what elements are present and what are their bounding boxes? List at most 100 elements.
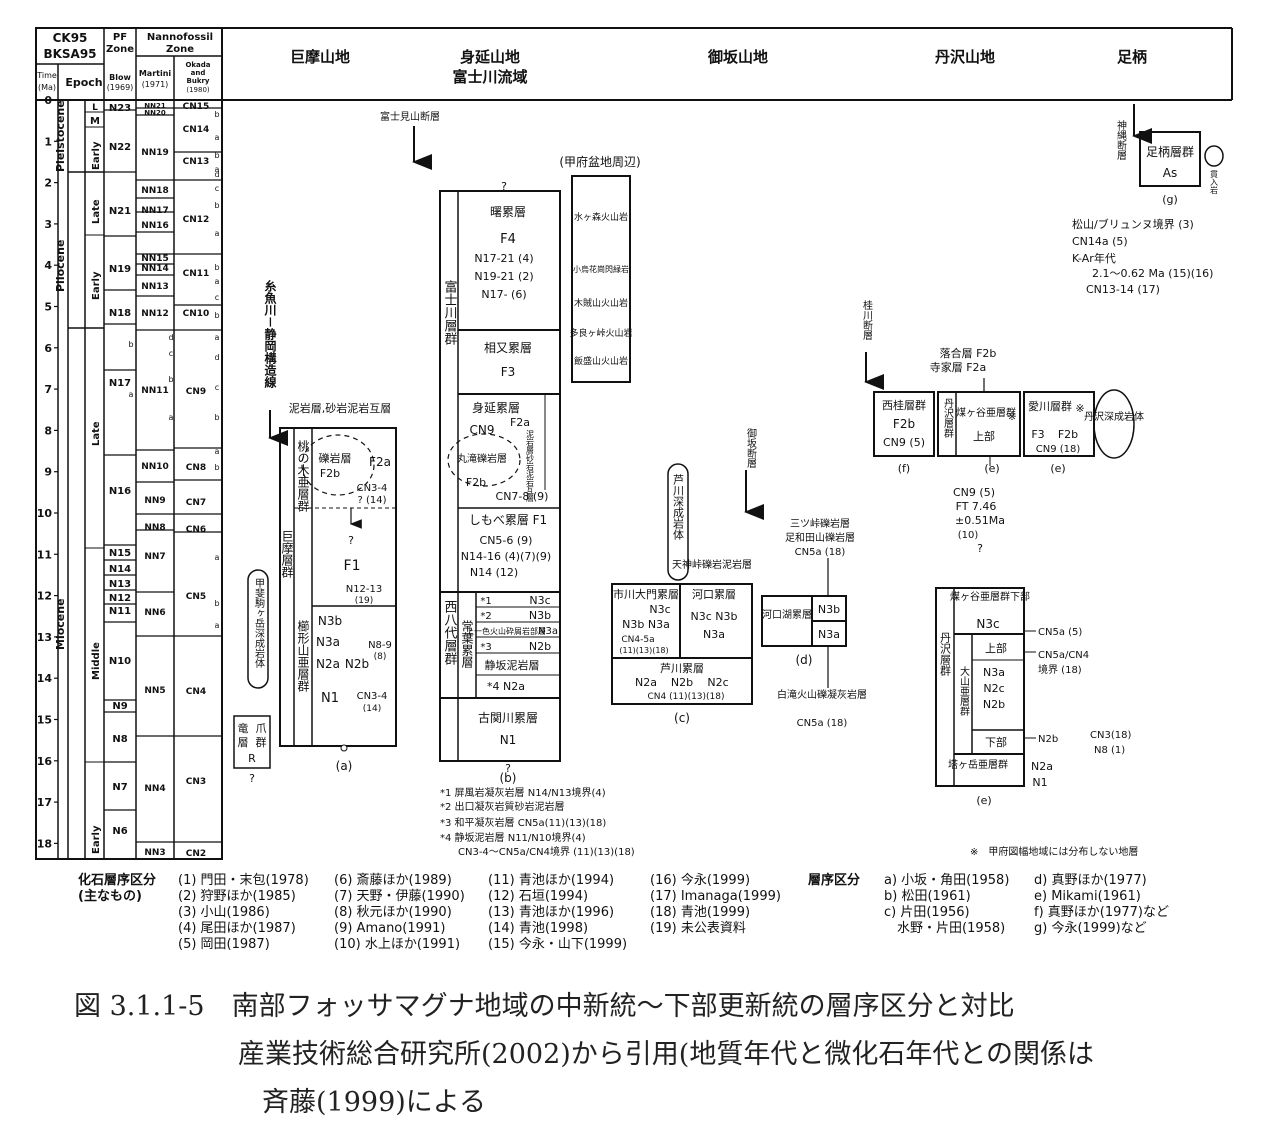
ref-14: (14) 青池(1998) (488, 921, 589, 936)
column-e-top (937, 378, 1021, 457)
col-a-f1: F1 (344, 558, 361, 574)
col-b-f4: F4 (500, 232, 516, 247)
col-a-n1213: N12-13 (346, 584, 383, 595)
col-d-cn5a: CN5a (18) (795, 547, 846, 558)
col-g-ashigara: 足柄層群 (1146, 145, 1194, 159)
col-a-n2b: N2b (345, 657, 369, 671)
hdr-martini-1: Martini (139, 69, 172, 78)
col-e2-label: (e) (1050, 462, 1065, 475)
col-b-cn78: CN7-8 (9) (496, 490, 549, 503)
col-c-ashi-age-3: N2c (707, 676, 728, 689)
hdr-okada-1: Okada (185, 61, 210, 69)
col-e-ochiai: 落合層 F2b (940, 346, 997, 360)
cn-sub-a: a (215, 277, 220, 286)
col-c-kawaguchi: 河口累層 (692, 588, 736, 601)
ref-fossil-col4: (16) 今永(1999) (17) Imanaga(1999) (18) 青池… (650, 873, 781, 937)
col-e2-cn9: CN9 (18) (1036, 444, 1081, 455)
fault-katsuragawa: 桂川断層 (861, 299, 873, 340)
pf-zone-N16: N16 (109, 486, 131, 497)
nn-zone-NN7: NN7 (144, 552, 165, 562)
age-label-16: 16 (37, 755, 53, 768)
kofu-item-2: 小烏花崗閃緑岩 (573, 264, 629, 274)
region-misaka: 御坂山地 (707, 48, 768, 66)
pf-zone-N22: N22 (109, 142, 131, 153)
col-e2-pluton: 丹沢深成岩体 (1084, 410, 1144, 423)
nn-zone-NN10: NN10 (141, 462, 169, 472)
col-d-label: (d) (796, 653, 813, 667)
nn-zone-NN16: NN16 (141, 221, 169, 231)
pf-zone-N21: N21 (109, 206, 131, 217)
cn-sub-b: b (214, 201, 219, 210)
col-b-shimobe-age-3: N14 (12) (470, 566, 518, 579)
cn-sub-a: a (215, 333, 220, 342)
col-a-cn34b: CN3-4 (357, 691, 388, 702)
cn-sub-a: a (215, 165, 220, 174)
age-label-6: 6 (44, 342, 52, 355)
cn-sub-c: c (215, 293, 219, 302)
col-a-kaigun: 甲斐駒ヶ岳深成岩体 (253, 578, 265, 669)
cn-zone-CN6: CN6 (186, 525, 206, 535)
nn-zone-NN14: NN14 (141, 264, 169, 274)
cn-zone-CN15: CN15 (183, 102, 210, 112)
nn-zone-NN12: NN12 (141, 309, 169, 319)
col-b-tokiwa: 常葉累層 (460, 620, 474, 669)
col-b-label: (b) (500, 771, 517, 785)
col-a-sub-misaka: 櫛形山亜層群 (296, 620, 310, 692)
cn-sub-c: c (215, 184, 219, 193)
kofu-item-4: 多良ヶ峠火山岩 (569, 327, 632, 339)
cn-zone-CN7: CN7 (186, 498, 206, 508)
col-g-note-3: K-Ar年代 (1072, 251, 1116, 265)
col-a-n2a: N2a (316, 657, 340, 671)
pf-zone-N13: N13 (109, 579, 131, 590)
nn-zone-NN20: NN20 (144, 109, 166, 117)
ref-fossil-col2: (6) 斎藤ほか(1989) (7) 天野・伊藤(1990) (8) 秋元ほか(… (334, 873, 465, 953)
ref-5: (5) 岡田(1987) (178, 937, 270, 952)
cn-sub-d: d (214, 353, 219, 362)
epoch-miocene: Miocene (54, 598, 67, 650)
age-label-0: 0 (44, 94, 52, 107)
column-b (439, 190, 561, 762)
col-g-note-5: CN13-14 (17) (1086, 283, 1160, 296)
hdr-okada-4: (1980) (186, 86, 210, 94)
cn-sub-b: b (214, 110, 219, 119)
col-a-cn34: CN3-4 (357, 483, 388, 494)
age-label-17: 17 (37, 796, 52, 809)
col-b-shimobe: しもべ累層 F1 (469, 513, 547, 527)
col-b-f2b: F2b (466, 476, 486, 489)
ref-fossil-title-2: (主なもの) (78, 889, 142, 904)
col-e-terai: 寺家層 F2a (930, 360, 987, 374)
col-b-tokiwa-r7: *3 (480, 642, 491, 653)
col-e3-n2b: N2b (983, 698, 1005, 711)
pf-sub-b: b (128, 340, 133, 349)
col-b-akebono-age-1: N17-21 (4) (474, 252, 533, 265)
cn-zone-CN12: CN12 (183, 215, 210, 225)
footnote-1: *1 屏風岩凝灰岩層 N14/N13境界(4) (440, 786, 606, 799)
age-label-1: 1 (44, 135, 52, 148)
cn-sub-a: a (215, 447, 220, 456)
col-a-bottom-dot (340, 744, 348, 752)
cn-sub-b: b (214, 151, 219, 160)
col-d-cn5a2: CN5a (18) (797, 718, 848, 729)
col-b-fujikawa: 富士川層群 (442, 279, 458, 345)
col-a-n89: N8-9 (368, 640, 392, 651)
nn-zone-NN5: NN5 (144, 686, 165, 696)
epoch-pleistocene: Pleistocene (54, 100, 67, 172)
region-kyomasan: 巨摩山地 (290, 48, 350, 66)
ref-3: (3) 小山(1986) (178, 905, 270, 920)
col-g-label: (g) (1162, 193, 1178, 206)
col-d-kawaguchiko: 河口湖累層 (762, 609, 812, 621)
subepoch-l: L (92, 103, 98, 113)
subepoch-late-1: Late (91, 199, 102, 224)
footnote-3: *3 和平凝灰岩層 CN5a(11)(13)(18) (440, 816, 606, 829)
hdr-pf-1: PF (113, 32, 127, 43)
nn-zone-NN3: NN3 (144, 848, 165, 858)
ref-fossil-col1: (1) 門田・末包(1978) (2) 狩野ほか(1985) (3) 小山(19… (178, 873, 309, 953)
col-b-tokiwa-r1: *1 (480, 596, 491, 607)
nn-sub-d: d (168, 333, 173, 342)
col-c-ashi-age-4: CN4 (11)(13)(18) (647, 692, 724, 702)
caption-line-2: 産業技術総合研究所(2002)から引用(地質年代と微化石年代との関係は (238, 1039, 1095, 1070)
col-a-kaigun-box (247, 569, 269, 689)
ref-fossil-title: 化石層序区分 (主なもの) (78, 873, 156, 905)
